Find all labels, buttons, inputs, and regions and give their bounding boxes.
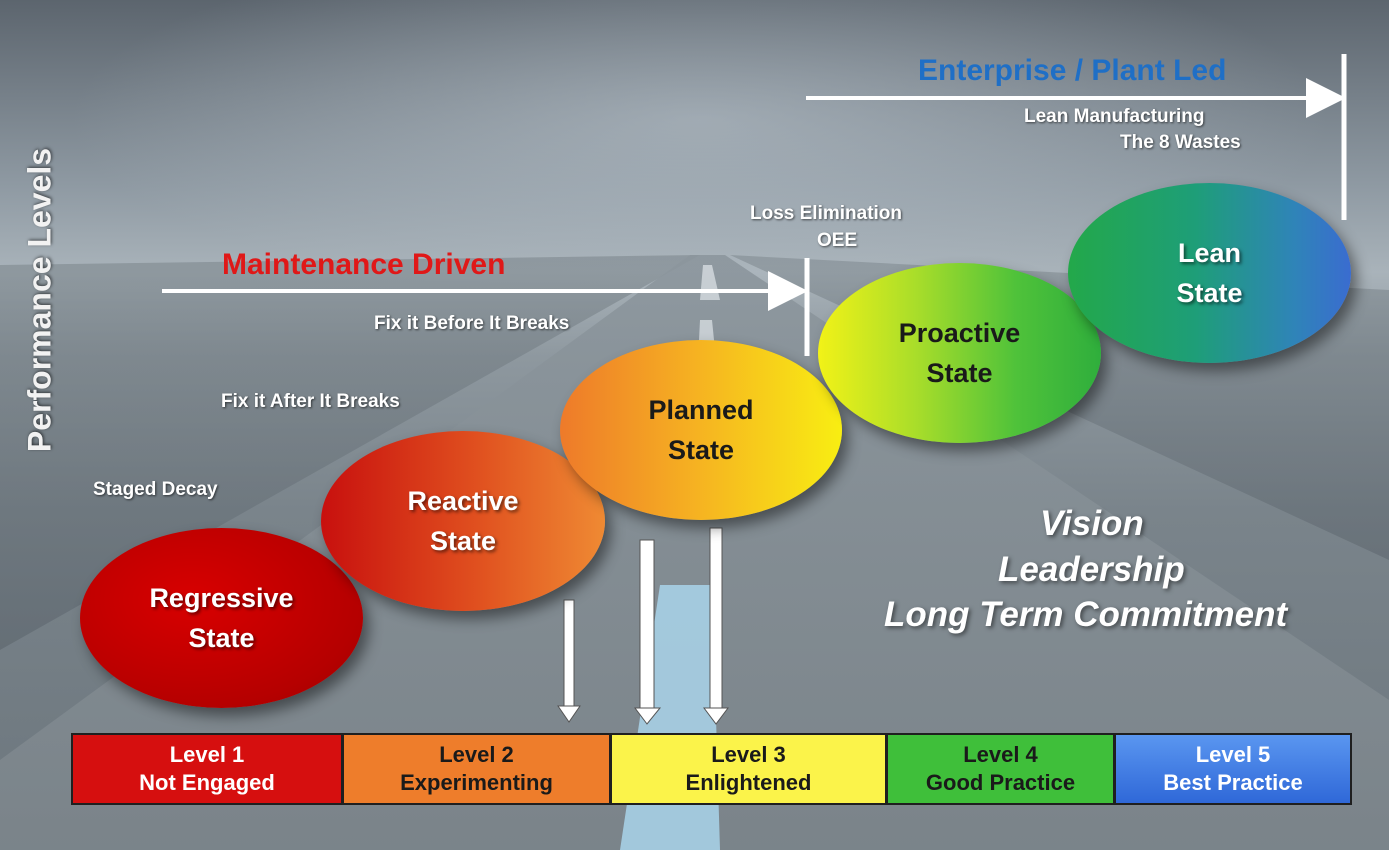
down-arrow bbox=[703, 527, 729, 725]
maintenance-heading: Maintenance Driven bbox=[222, 248, 506, 281]
fix-after-note: Fix it After It Breaks bbox=[221, 391, 400, 412]
leadership-text: Leadership bbox=[998, 550, 1185, 589]
state-label-line1: Planned bbox=[648, 395, 754, 425]
enterprise-heading: Enterprise / Plant Led bbox=[918, 54, 1227, 87]
regressive-state-ellipse: Regressive State bbox=[80, 528, 363, 708]
vision-text: Vision bbox=[1040, 504, 1144, 543]
level-title: Level 2 bbox=[439, 742, 514, 767]
state-label-line1: Reactive bbox=[407, 486, 519, 516]
state-label-line1: Regressive bbox=[149, 583, 294, 613]
level-title: Level 1 bbox=[169, 742, 245, 767]
proactive-state-ellipse: Proactive State bbox=[818, 263, 1101, 443]
level-2-box: Level 2 Experimenting bbox=[342, 733, 611, 805]
level-title: Level 5 bbox=[1195, 742, 1271, 767]
level-desc: Best Practice bbox=[1163, 770, 1303, 795]
level-1-box: Level 1 Not Engaged bbox=[71, 733, 343, 805]
state-label-line1: Proactive bbox=[898, 318, 1021, 348]
down-arrow bbox=[634, 539, 662, 725]
level-desc: Experimenting bbox=[400, 770, 553, 795]
level-5-box: Level 5 Best Practice bbox=[1114, 733, 1352, 805]
lean-manufacturing-note: Lean Manufacturing bbox=[1024, 106, 1205, 127]
level-3-box: Level 3 Enlightened bbox=[610, 733, 887, 805]
level-desc: Enlightened bbox=[685, 770, 812, 795]
state-label-line1: Lean bbox=[1177, 238, 1242, 268]
state-label-line2: State bbox=[188, 623, 255, 653]
loss-elimination-note: Loss Elimination bbox=[750, 203, 903, 224]
lean-state-ellipse: Lean State bbox=[1068, 183, 1351, 363]
long-term-commitment-text: Long Term Commitment bbox=[884, 595, 1288, 634]
level-title: Level 4 bbox=[963, 742, 1038, 767]
level-title: Level 3 bbox=[711, 742, 786, 767]
fix-before-note: Fix it Before It Breaks bbox=[374, 313, 570, 334]
state-label-line2: State bbox=[926, 358, 993, 388]
reactive-state-ellipse: Reactive State bbox=[321, 431, 605, 611]
state-label-line2: State bbox=[667, 435, 735, 465]
down-arrow bbox=[557, 599, 581, 723]
level-desc: Not Engaged bbox=[139, 770, 275, 795]
state-label-line2: State bbox=[429, 526, 496, 556]
planned-state-ellipse: Planned State bbox=[560, 340, 842, 520]
staged-decay-note: Staged Decay bbox=[93, 479, 218, 500]
road-surface bbox=[0, 255, 1389, 850]
state-label-line2: State bbox=[1176, 278, 1243, 308]
oee-note: OEE bbox=[817, 230, 858, 251]
level-desc: Good Practice bbox=[925, 770, 1076, 795]
level-4-box: Level 4 Good Practice bbox=[886, 733, 1115, 805]
eight-wastes-note: The 8 Wastes bbox=[1120, 132, 1241, 153]
